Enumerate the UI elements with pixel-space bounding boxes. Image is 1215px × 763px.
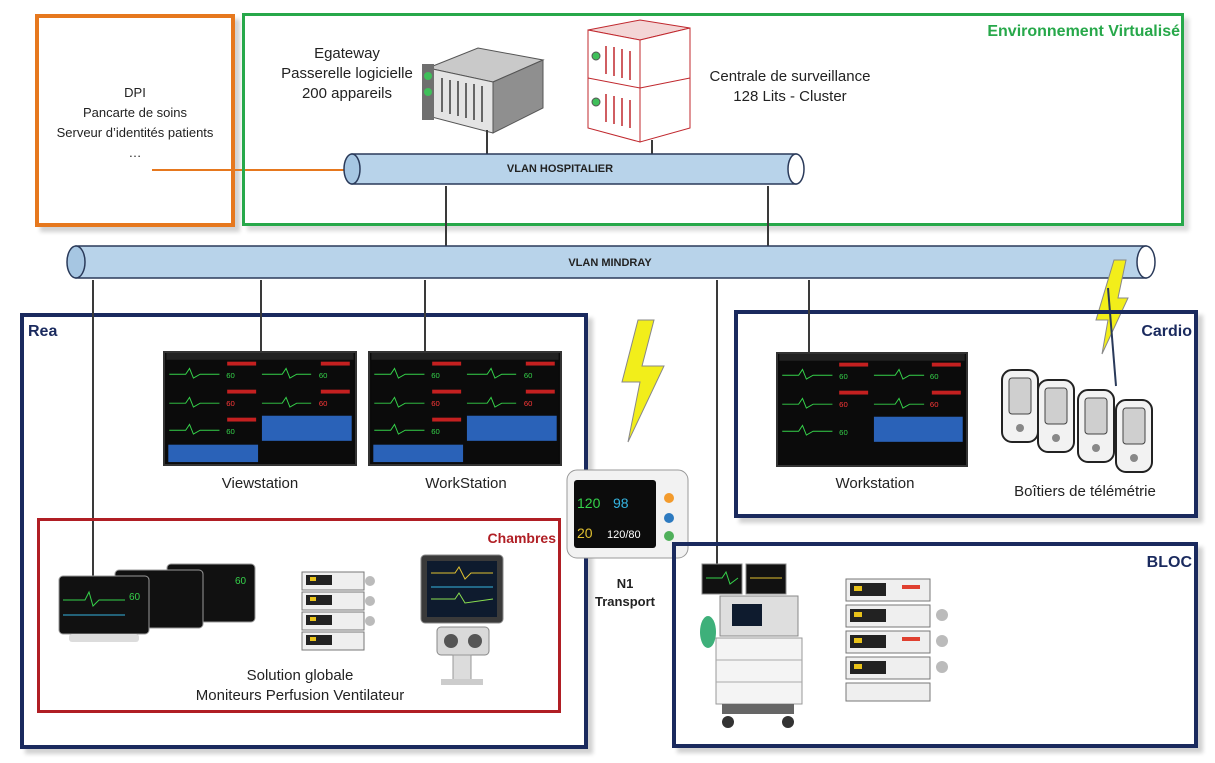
anesthesia-machine-icon — [700, 563, 803, 728]
svg-text:20: 20 — [577, 525, 593, 541]
egateway-line-3: 200 appareils — [301, 85, 393, 102]
cardio-title: Cardio — [1141, 323, 1192, 340]
svg-text:60: 60 — [226, 427, 235, 436]
dpi-connector — [152, 169, 344, 171]
lightning-icon — [621, 319, 665, 443]
cardio-workstation-monitor-icon: 60 60 60 60 60 — [776, 352, 968, 467]
svg-text:60: 60 — [431, 371, 440, 380]
egateway-label: Egateway Passerelle logicielle 200 appar… — [262, 44, 432, 104]
dpi-line-4: … — [128, 145, 142, 160]
svg-text:60: 60 — [524, 371, 533, 380]
vlan-hospitalier-label: VLAN HOSPITALIER — [506, 163, 614, 175]
svg-text:120/80: 120/80 — [607, 529, 641, 541]
pump-icon — [845, 578, 948, 702]
transport-monitor-icon: 120 98 20 120/80 — [566, 469, 689, 559]
svg-text:60: 60 — [129, 592, 141, 603]
svg-text:60: 60 — [226, 371, 235, 380]
rea-drop-viewstation — [260, 280, 262, 352]
telemetry-label: Boîtiers de télémétrie — [1014, 483, 1156, 500]
chambres-caption-line-2: Moniteurs Perfusion Ventilateur — [195, 687, 405, 704]
workstation-monitor-icon: 60 60 60 60 60 — [368, 351, 562, 466]
dpi-label: DPI Pancarte de soins Serveur d’identité… — [40, 83, 230, 163]
svg-text:60: 60 — [839, 428, 848, 437]
rea-title: Rea — [28, 323, 58, 340]
egateway-line-2: Passerelle logicielle — [281, 65, 413, 82]
cardio-workstation-label: Workstation — [835, 475, 915, 492]
bedside-monitor-icon: 60 60 — [58, 563, 256, 642]
chambres-box — [37, 518, 561, 713]
chambres-title: Chambres — [487, 530, 556, 546]
svg-text:60: 60 — [839, 400, 848, 409]
central-line-1: Centrale de surveillance — [709, 68, 871, 85]
svg-text:60: 60 — [235, 576, 247, 587]
transport-label: N1 Transport — [585, 575, 665, 611]
pump-icon — [301, 571, 375, 651]
central-line-2: 128 Lits - Cluster — [733, 88, 847, 105]
dpi-line-1: DPI — [124, 85, 146, 100]
server-icon — [422, 47, 545, 134]
egateway-link — [486, 130, 488, 154]
lightning-icon — [1095, 259, 1129, 387]
svg-text:60: 60 — [319, 399, 328, 408]
svg-text:60: 60 — [930, 400, 939, 409]
egateway-line-1: Egateway — [314, 45, 380, 62]
dpi-box — [35, 14, 235, 227]
svg-text:98: 98 — [613, 495, 629, 511]
vlan-link-right — [767, 186, 769, 246]
bloc-box — [672, 542, 1198, 748]
chambres-caption: Solution globale Moniteurs Perfusion Ven… — [120, 666, 480, 706]
dpi-line-3: Serveur d’identités patients — [56, 125, 214, 140]
rea-drop-workstation — [424, 280, 426, 352]
svg-text:120: 120 — [577, 495, 601, 511]
transport-line-1: N1 — [616, 576, 634, 591]
rea-drop-monitors — [92, 280, 94, 584]
virtual-env-title: Environnement Virtualisé — [987, 23, 1180, 40]
transport-line-2: Transport — [595, 594, 655, 609]
viewstation-label: Viewstation — [221, 475, 299, 492]
vlan-link-left — [445, 186, 447, 246]
chambres-caption-line-1: Solution globale — [246, 667, 354, 684]
central-server-icon — [587, 19, 691, 143]
dpi-line-2: Pancarte de soins — [82, 105, 188, 120]
svg-text:60: 60 — [226, 399, 235, 408]
vlan-mindray-label: VLAN MINDRAY — [568, 257, 652, 269]
central-link — [651, 140, 653, 154]
workstation-label: WorkStation — [425, 475, 507, 492]
ventilator-icon — [420, 554, 504, 685]
bloc-title: BLOC — [1146, 554, 1192, 571]
cardio-drop — [808, 280, 810, 352]
virtual-env-box — [242, 13, 1184, 226]
svg-text:60: 60 — [431, 427, 440, 436]
cardio-box — [734, 310, 1198, 518]
svg-text:60: 60 — [930, 372, 939, 381]
viewstation-monitor-icon: 60 60 60 60 60 — [163, 351, 357, 466]
svg-text:60: 60 — [431, 399, 440, 408]
vlan-mindray-pipe — [66, 245, 1156, 279]
svg-text:60: 60 — [839, 372, 848, 381]
bloc-drop — [716, 280, 718, 572]
telemetry-icon — [1001, 369, 1153, 473]
central-label: Centrale de surveillance 128 Lits - Clus… — [690, 67, 890, 107]
vlan-hospitalier-pipe — [343, 153, 805, 185]
svg-text:60: 60 — [524, 399, 533, 408]
svg-text:60: 60 — [319, 371, 328, 380]
